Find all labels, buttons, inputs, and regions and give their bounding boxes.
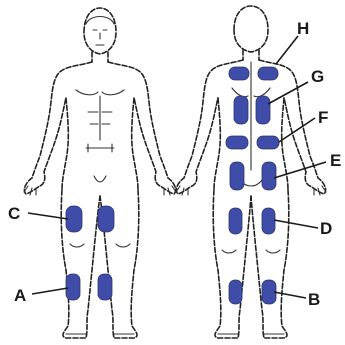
site-back-left-calf[interactable] [229, 280, 242, 304]
site-front-left-shin[interactable] [66, 274, 80, 300]
label-a: A [14, 286, 26, 305]
label-c: C [8, 204, 20, 223]
site-front-right-shin[interactable] [98, 274, 112, 300]
site-back-right-buttock[interactable] [262, 162, 276, 190]
label-h: H [297, 19, 309, 38]
site-front-right-thigh[interactable] [98, 206, 114, 232]
site-back-left-upper[interactable] [234, 96, 248, 124]
leader-b [274, 292, 306, 298]
label-g: G [311, 67, 324, 86]
site-back-right-lower[interactable] [257, 136, 279, 149]
leader-g [268, 82, 308, 104]
site-back-left-buttock[interactable] [230, 162, 244, 190]
leader-a [32, 288, 68, 294]
label-f: F [318, 108, 328, 127]
label-e: E [330, 151, 341, 170]
leader-f [279, 118, 315, 142]
leader-h [276, 36, 298, 64]
leader-lines [28, 36, 326, 298]
back-figure [176, 6, 326, 338]
site-back-right-thigh[interactable] [262, 208, 275, 234]
site-back-right-calf[interactable] [262, 280, 276, 304]
site-front-left-thigh[interactable] [66, 206, 82, 232]
site-back-left-thigh[interactable] [229, 208, 242, 234]
leader-e [274, 162, 326, 178]
site-back-right-shoulder[interactable] [258, 67, 278, 80]
site-back-right-upper[interactable] [256, 96, 270, 124]
letter-labels: C A H G F E D B [8, 19, 341, 309]
site-back-left-lower[interactable] [226, 136, 248, 149]
label-d: D [320, 219, 332, 238]
site-back-left-shoulder[interactable] [229, 67, 249, 80]
label-b: B [308, 290, 320, 309]
leader-d [274, 220, 318, 228]
